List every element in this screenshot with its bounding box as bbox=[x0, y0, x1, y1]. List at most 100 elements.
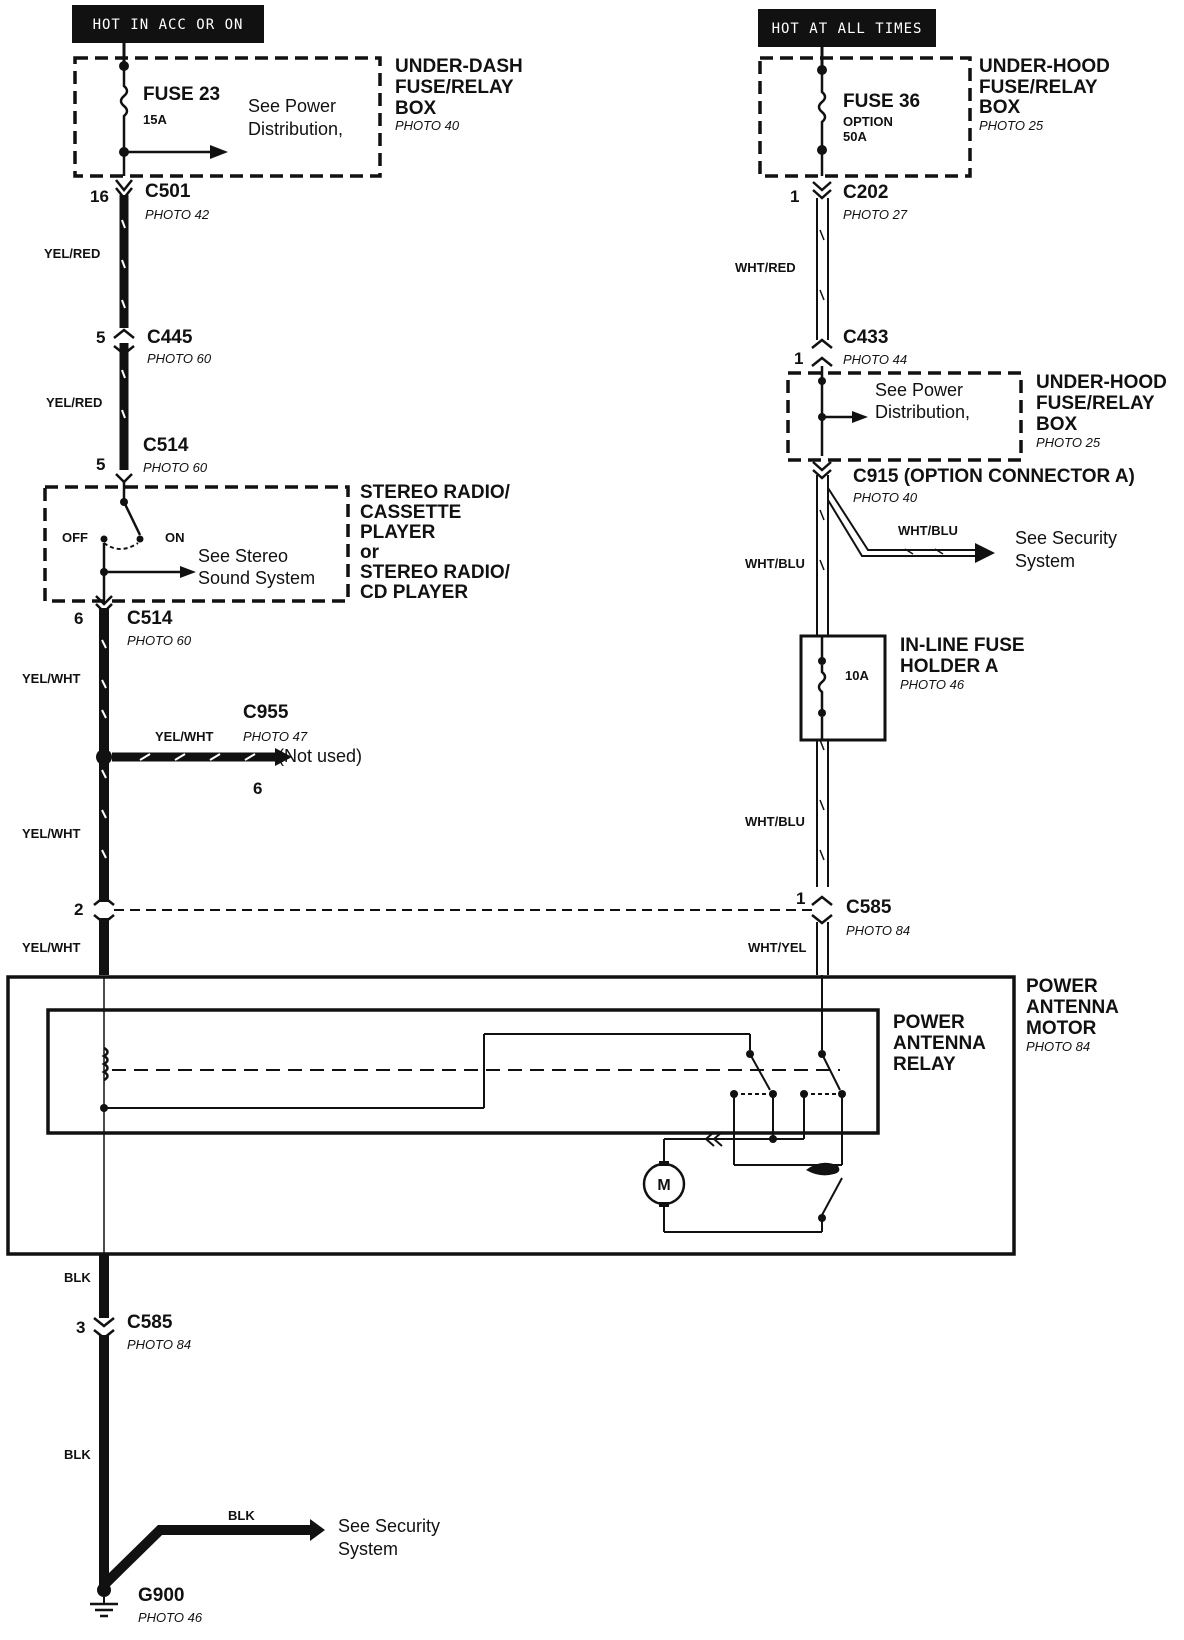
connector-c585-left: 2 bbox=[74, 895, 115, 925]
security-branch-wire: WHT/BLU See Security System bbox=[827, 487, 1117, 571]
left-security-line2: System bbox=[338, 1539, 398, 1559]
c585-right-label: C585 bbox=[846, 897, 892, 918]
g900-photo: PHOTO 46 bbox=[138, 1610, 203, 1625]
right-wire-stripes bbox=[819, 229, 825, 861]
radio-title-line1: STEREO RADIO/ bbox=[360, 482, 511, 503]
under-hood2-title-line1: UNDER-HOOD bbox=[1036, 372, 1167, 393]
power-antenna-relay bbox=[46, 1008, 880, 1135]
relay-switch-a bbox=[749, 1053, 771, 1091]
motor-symbol-label: M bbox=[657, 1177, 670, 1194]
connector-c585-right: 1 C585 PHOTO 84 bbox=[796, 889, 910, 938]
c433-label: C433 bbox=[843, 327, 888, 348]
connector-c433: 1 C433 PHOTO 44 bbox=[794, 327, 907, 368]
c955-label: C955 bbox=[243, 702, 289, 723]
under-hood-photo: PHOTO 25 bbox=[979, 118, 1044, 133]
c433-photo: PHOTO 44 bbox=[843, 352, 907, 367]
in-line-fuse-holder-a: 10A IN-LINE FUSE HOLDER A PHOTO 46 bbox=[799, 634, 1025, 742]
power-distribution-arrow-icon bbox=[210, 145, 228, 159]
c501-photo: PHOTO 42 bbox=[145, 207, 210, 222]
motor-title-line3: MOTOR bbox=[1026, 1018, 1097, 1039]
see-stereo-line1: See Stereo bbox=[198, 546, 288, 566]
motor-title-line2: ANTENNA bbox=[1026, 997, 1119, 1018]
fuse-23-label: FUSE 23 bbox=[143, 84, 220, 105]
left-header-text: HOT IN ACC OR ON bbox=[93, 17, 244, 33]
under-dash-fuse-box: FUSE 23 15A See Power Distribution, UNDE… bbox=[73, 43, 523, 178]
wire-label-yel-wht-3: YEL/WHT bbox=[22, 940, 81, 955]
under-dash-photo: PHOTO 40 bbox=[395, 118, 460, 133]
wire-label-blk-2: BLK bbox=[64, 1447, 91, 1462]
radio-title-line4: or bbox=[360, 542, 380, 563]
c445-label: C445 bbox=[147, 327, 193, 348]
radio-title-line5: STEREO RADIO/ bbox=[360, 562, 511, 583]
ground-security-branch: BLK See Security System bbox=[100, 1508, 440, 1589]
right-security-line1: See Security bbox=[1015, 528, 1117, 548]
c955-arrow-icon bbox=[275, 748, 292, 766]
inline-fuse-photo: PHOTO 46 bbox=[900, 677, 965, 692]
wire-label-yel-red-2: YEL/RED bbox=[46, 395, 102, 410]
c202-label: C202 bbox=[843, 182, 888, 203]
c433-pin: 1 bbox=[794, 349, 803, 368]
c955-not-used: (Not used) bbox=[278, 746, 362, 766]
relay-title-line1: POWER bbox=[893, 1012, 965, 1033]
wire-label-yel-wht-2: YEL/WHT bbox=[22, 826, 81, 841]
relay-title-line3: RELAY bbox=[893, 1054, 956, 1075]
fuse-36-symbol bbox=[817, 74, 827, 148]
splice-c955: C955 YEL/WHT PHOTO 47 (Not used) 6 bbox=[96, 702, 362, 798]
power-antenna-motor-unit: POWER ANTENNA MOTOR PHOTO 84 POWER ANTEN… bbox=[6, 975, 1119, 1256]
c955-pin: 6 bbox=[253, 779, 262, 798]
relay-coil-symbol bbox=[101, 1046, 109, 1082]
under-hood-title-line2: FUSE/RELAY bbox=[979, 77, 1098, 98]
inline-fuse-rating: 10A bbox=[845, 668, 869, 683]
connector-c514-in: 5 C514 PHOTO 60 bbox=[96, 435, 208, 484]
inline-fuse-title-line1: IN-LINE FUSE bbox=[900, 635, 1025, 656]
under-hood-title-line3: BOX bbox=[979, 97, 1021, 118]
c915-photo: PHOTO 40 bbox=[853, 490, 918, 505]
under-hood-title-line1: UNDER-HOOD bbox=[979, 56, 1110, 77]
connector-c915: C915 (OPTION CONNECTOR A) PHOTO 40 bbox=[812, 461, 1135, 505]
c585-right-pin: 1 bbox=[796, 889, 805, 908]
see-power-dist-line1: See Power bbox=[248, 96, 336, 116]
radio-title-line6: CD PLAYER bbox=[360, 582, 468, 603]
connector-c501: 16 C501 PHOTO 42 bbox=[90, 179, 210, 222]
inline-fuse-title-line2: HOLDER A bbox=[900, 656, 999, 677]
branch-wire-label: WHT/BLU bbox=[898, 523, 958, 538]
connector-c585-ground: 3 C585 PHOTO 84 bbox=[76, 1312, 191, 1352]
under-dash-title-line1: UNDER-DASH bbox=[395, 56, 523, 77]
c514-in-label: C514 bbox=[143, 435, 189, 456]
c501-pin: 16 bbox=[90, 187, 109, 206]
radio-switch-blade bbox=[122, 501, 142, 536]
wire-stripe-marks bbox=[101, 219, 126, 859]
radio-title-line2: CASSETTE bbox=[360, 502, 461, 523]
fuse-36-option: OPTION bbox=[843, 114, 893, 129]
wire-label-blk-1: BLK bbox=[64, 1270, 91, 1285]
c445-pin: 5 bbox=[96, 328, 105, 347]
fuse-36-rating: 50A bbox=[843, 129, 867, 144]
c514-out-label: C514 bbox=[127, 608, 173, 629]
motor-title-line1: POWER bbox=[1026, 976, 1098, 997]
fuse-23-rating: 15A bbox=[143, 112, 167, 127]
inline-fuse-symbol bbox=[817, 665, 827, 710]
wire-label-yel-wht-1: YEL/WHT bbox=[22, 671, 81, 686]
wire-label-wht-red: WHT/RED bbox=[735, 260, 796, 275]
security-arrow-icon bbox=[975, 543, 995, 563]
wire-label-wht-blu-2: WHT/BLU bbox=[745, 814, 805, 829]
switch-off-label: OFF bbox=[62, 530, 88, 545]
limit-switch-cam bbox=[806, 1162, 840, 1176]
right-security-line2: System bbox=[1015, 551, 1075, 571]
motor-photo: PHOTO 84 bbox=[1026, 1039, 1090, 1054]
stereo-radio-unit: OFF ON See Stereo Sound System STEREO RA… bbox=[43, 482, 511, 603]
fuse-36-label: FUSE 36 bbox=[843, 91, 920, 112]
c202-photo: PHOTO 27 bbox=[843, 207, 908, 222]
c514-in-pin: 5 bbox=[96, 455, 105, 474]
c202-pin: 1 bbox=[790, 187, 799, 206]
c514-out-pin: 6 bbox=[74, 609, 83, 628]
ground-g900: G900 PHOTO 46 bbox=[90, 1583, 203, 1625]
relay-switch-b bbox=[821, 1053, 841, 1091]
radio-title-line3: PLAYER bbox=[360, 522, 436, 543]
under-hood2-photo: PHOTO 25 bbox=[1036, 435, 1101, 450]
connector-c445: 5 C445 PHOTO 60 bbox=[96, 327, 212, 366]
connector-c514-out: 6 C514 PHOTO 60 bbox=[74, 595, 192, 648]
under-hood2-title-line2: FUSE/RELAY bbox=[1036, 393, 1155, 414]
under-hood2-title-line3: BOX bbox=[1036, 414, 1078, 435]
